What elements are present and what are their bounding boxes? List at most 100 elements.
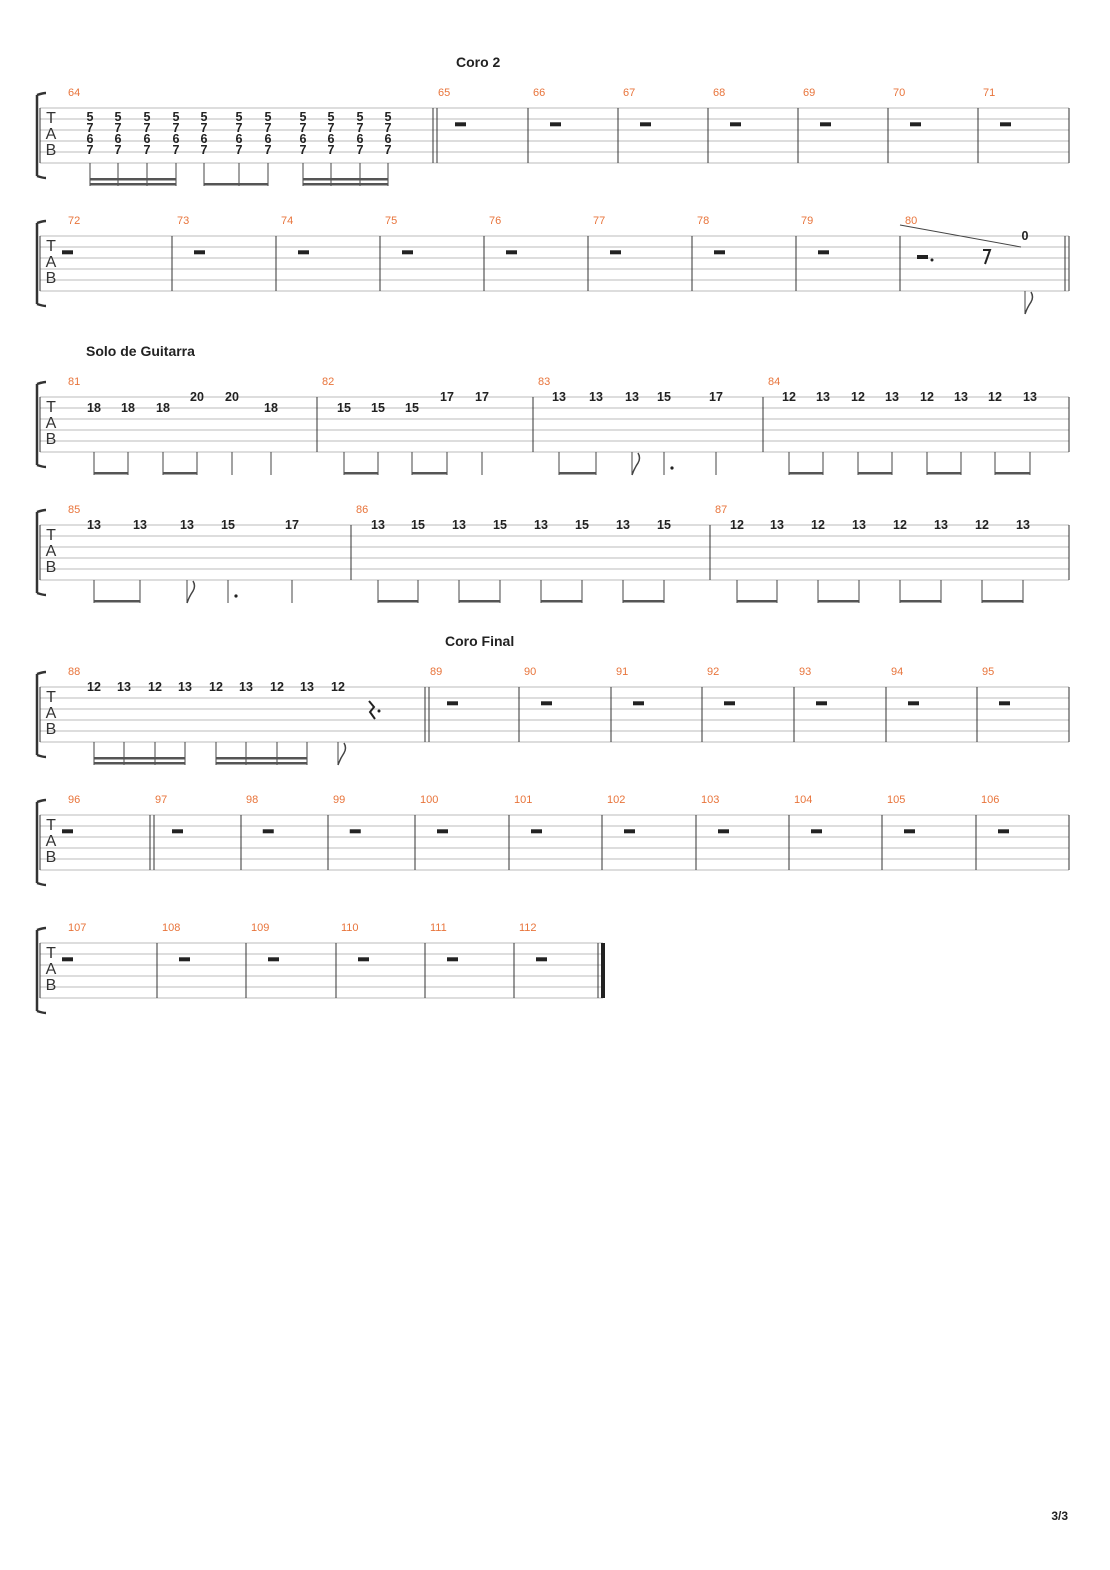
measure-number: 83 [538, 376, 550, 388]
beam [344, 472, 378, 475]
fret-number: 5 [385, 110, 392, 124]
fret-number: 7 [328, 121, 335, 135]
beam [623, 600, 664, 603]
measure-number: 64 [68, 87, 80, 99]
tab-clef-letter: B [46, 977, 57, 994]
measure: 103 [701, 794, 729, 834]
measure-number: 93 [799, 666, 811, 678]
whole-rest [816, 701, 827, 706]
note-flag [186, 580, 196, 604]
fret-number: 6 [385, 132, 392, 146]
measure: 93 [799, 666, 827, 706]
fret-number: 13 [178, 680, 192, 694]
beam [737, 600, 777, 603]
measure: 96 [62, 794, 80, 834]
fret-number: 18 [156, 401, 170, 415]
measure-number: 80 [905, 215, 917, 227]
fret-number: 20 [190, 390, 204, 404]
beam [900, 600, 941, 603]
dot [234, 594, 238, 598]
fret-number: 12 [893, 518, 907, 532]
fret-number: 15 [337, 401, 351, 415]
slide-line [899, 224, 1022, 248]
measure-number: 94 [891, 666, 903, 678]
fret-number: 15 [493, 518, 507, 532]
tab-clef-letter: T [46, 689, 56, 706]
fret-number: 7 [173, 121, 180, 135]
tab-clef-letter: A [46, 833, 57, 850]
fret-number: 13 [117, 680, 131, 694]
measure: 800 [905, 215, 1034, 315]
fret-number: 13 [770, 518, 784, 532]
fret-number: 7 [201, 121, 208, 135]
measure-number: 89 [430, 666, 442, 678]
fret-number: 7 [115, 143, 122, 157]
fret-number: 7 [87, 121, 94, 135]
eighth-rest [983, 249, 992, 265]
section-title: Solo de Guitarra [86, 343, 195, 359]
beam [303, 178, 388, 181]
measure: 98 [246, 794, 274, 834]
measure: 89 [430, 666, 458, 706]
fret-number: 15 [657, 518, 671, 532]
beam [459, 600, 500, 603]
measure-number: 78 [697, 215, 709, 227]
whole-rest [908, 701, 919, 706]
system-bracket [35, 798, 47, 887]
measure: 110 [341, 922, 369, 962]
fret-number: 5 [265, 110, 272, 124]
fret-number: 7 [385, 121, 392, 135]
fret-number: 7 [265, 143, 272, 157]
fret-number: 13 [452, 518, 466, 532]
measure-number: 109 [251, 922, 269, 934]
fret-number: 13 [589, 390, 603, 404]
fret-number: 7 [300, 121, 307, 135]
whole-rest [62, 829, 73, 834]
fret-number: 6 [201, 132, 208, 146]
measure: 70 [893, 87, 921, 127]
measure: 74 [281, 215, 309, 255]
beam [541, 600, 582, 603]
fret-number: 7 [144, 121, 151, 135]
measure-number: 90 [524, 666, 536, 678]
fret-number: 17 [475, 390, 489, 404]
fret-number: 7 [144, 143, 151, 157]
fret-number: 12 [730, 518, 744, 532]
beam [995, 472, 1030, 475]
beam [94, 600, 140, 603]
fret-number: 13 [885, 390, 899, 404]
beam [927, 472, 961, 475]
measure-number: 73 [177, 215, 189, 227]
whole-rest [730, 122, 741, 127]
measure-number: 99 [333, 794, 345, 806]
fret-number: 13 [625, 390, 639, 404]
fret-number: 6 [265, 132, 272, 146]
fret-number: 13 [300, 680, 314, 694]
measure-number: 100 [420, 794, 438, 806]
measure-number: 101 [514, 794, 532, 806]
fret-number: 7 [115, 121, 122, 135]
measure-number: 111 [430, 922, 447, 934]
beam [163, 472, 197, 475]
whole-rest [610, 250, 621, 255]
tab-clef-letter: T [46, 945, 56, 962]
fret-number: 7 [201, 143, 208, 157]
measure-number: 66 [533, 87, 545, 99]
measure: 99 [333, 794, 361, 834]
whole-rest [1000, 122, 1011, 127]
whole-rest [298, 250, 309, 255]
fret-number: 6 [87, 132, 94, 146]
whole-rest [811, 829, 822, 834]
measure-number: 97 [155, 794, 167, 806]
whole-rest [624, 829, 635, 834]
whole-rest [999, 701, 1010, 706]
fret-number: 7 [265, 121, 272, 135]
measure: 97 [155, 794, 183, 834]
measure: 106 [981, 794, 1009, 834]
measure-number: 107 [68, 922, 86, 934]
fret-number: 13 [816, 390, 830, 404]
measure: 6457675767576757675767576757675767576757… [68, 87, 392, 186]
